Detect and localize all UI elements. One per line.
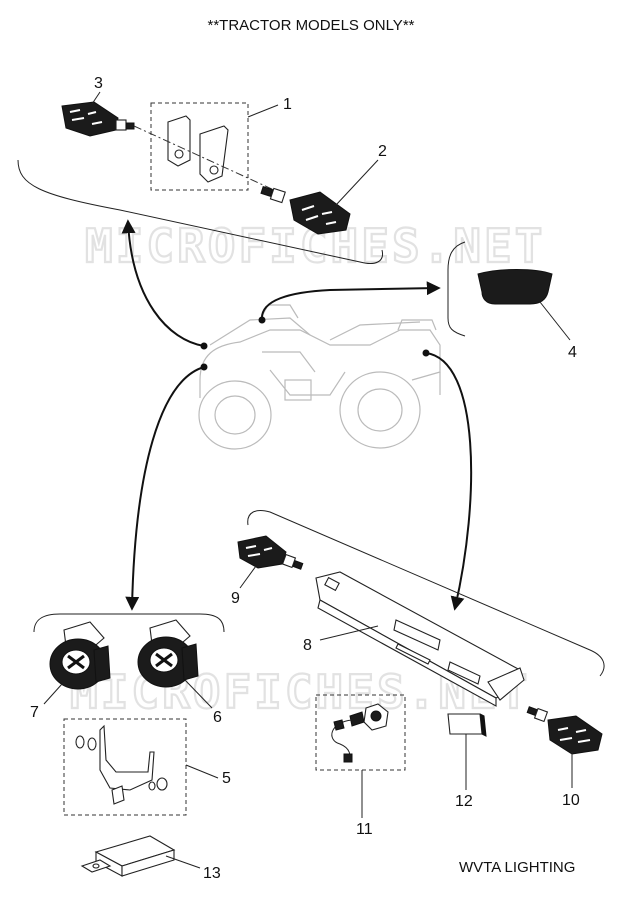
callout-1: 1	[283, 96, 292, 113]
callout-3: 3	[94, 75, 103, 92]
page-title: **TRACTOR MODELS ONLY**	[208, 17, 415, 34]
license-plate-light-icon	[331, 703, 389, 763]
bracket-kit-box	[150, 102, 249, 191]
group-bracket-visor	[447, 241, 466, 337]
rear-indicator-right-icon	[526, 706, 603, 755]
rear-light-bar-icon	[315, 571, 525, 707]
front-indicator-right-icon	[260, 185, 351, 235]
callout-8: 8	[303, 637, 312, 654]
fog-light-right-icon	[137, 619, 199, 688]
headlight-visor-icon	[477, 269, 553, 305]
control-module-icon	[80, 835, 176, 877]
callout-9: 9	[231, 590, 240, 607]
rear-indicator-left-icon	[237, 535, 304, 570]
callout-10: 10	[562, 792, 580, 809]
plate-light-box	[315, 694, 406, 771]
front-indicator-left-icon	[61, 101, 135, 137]
reflector-icon	[447, 713, 483, 735]
group-bracket-rear	[247, 510, 605, 677]
callout-12: 12	[455, 793, 473, 810]
callout-6: 6	[213, 709, 222, 726]
fog-bracket-icon	[75, 724, 168, 805]
footer-caption: WVTA LIGHTING	[459, 859, 575, 876]
fog-light-left-icon	[49, 621, 111, 690]
callout-2: 2	[378, 143, 387, 160]
front-bracket-icon	[167, 115, 229, 183]
fog-bracket-box	[63, 718, 187, 816]
callout-13: 13	[203, 865, 221, 882]
callout-11: 11	[356, 821, 373, 838]
callout-5: 5	[222, 770, 231, 787]
group-bracket-foglights	[33, 613, 225, 633]
callout-7: 7	[30, 704, 39, 721]
atv-icon	[198, 304, 441, 450]
callout-4: 4	[568, 344, 577, 361]
group-bracket-front	[17, 159, 384, 264]
